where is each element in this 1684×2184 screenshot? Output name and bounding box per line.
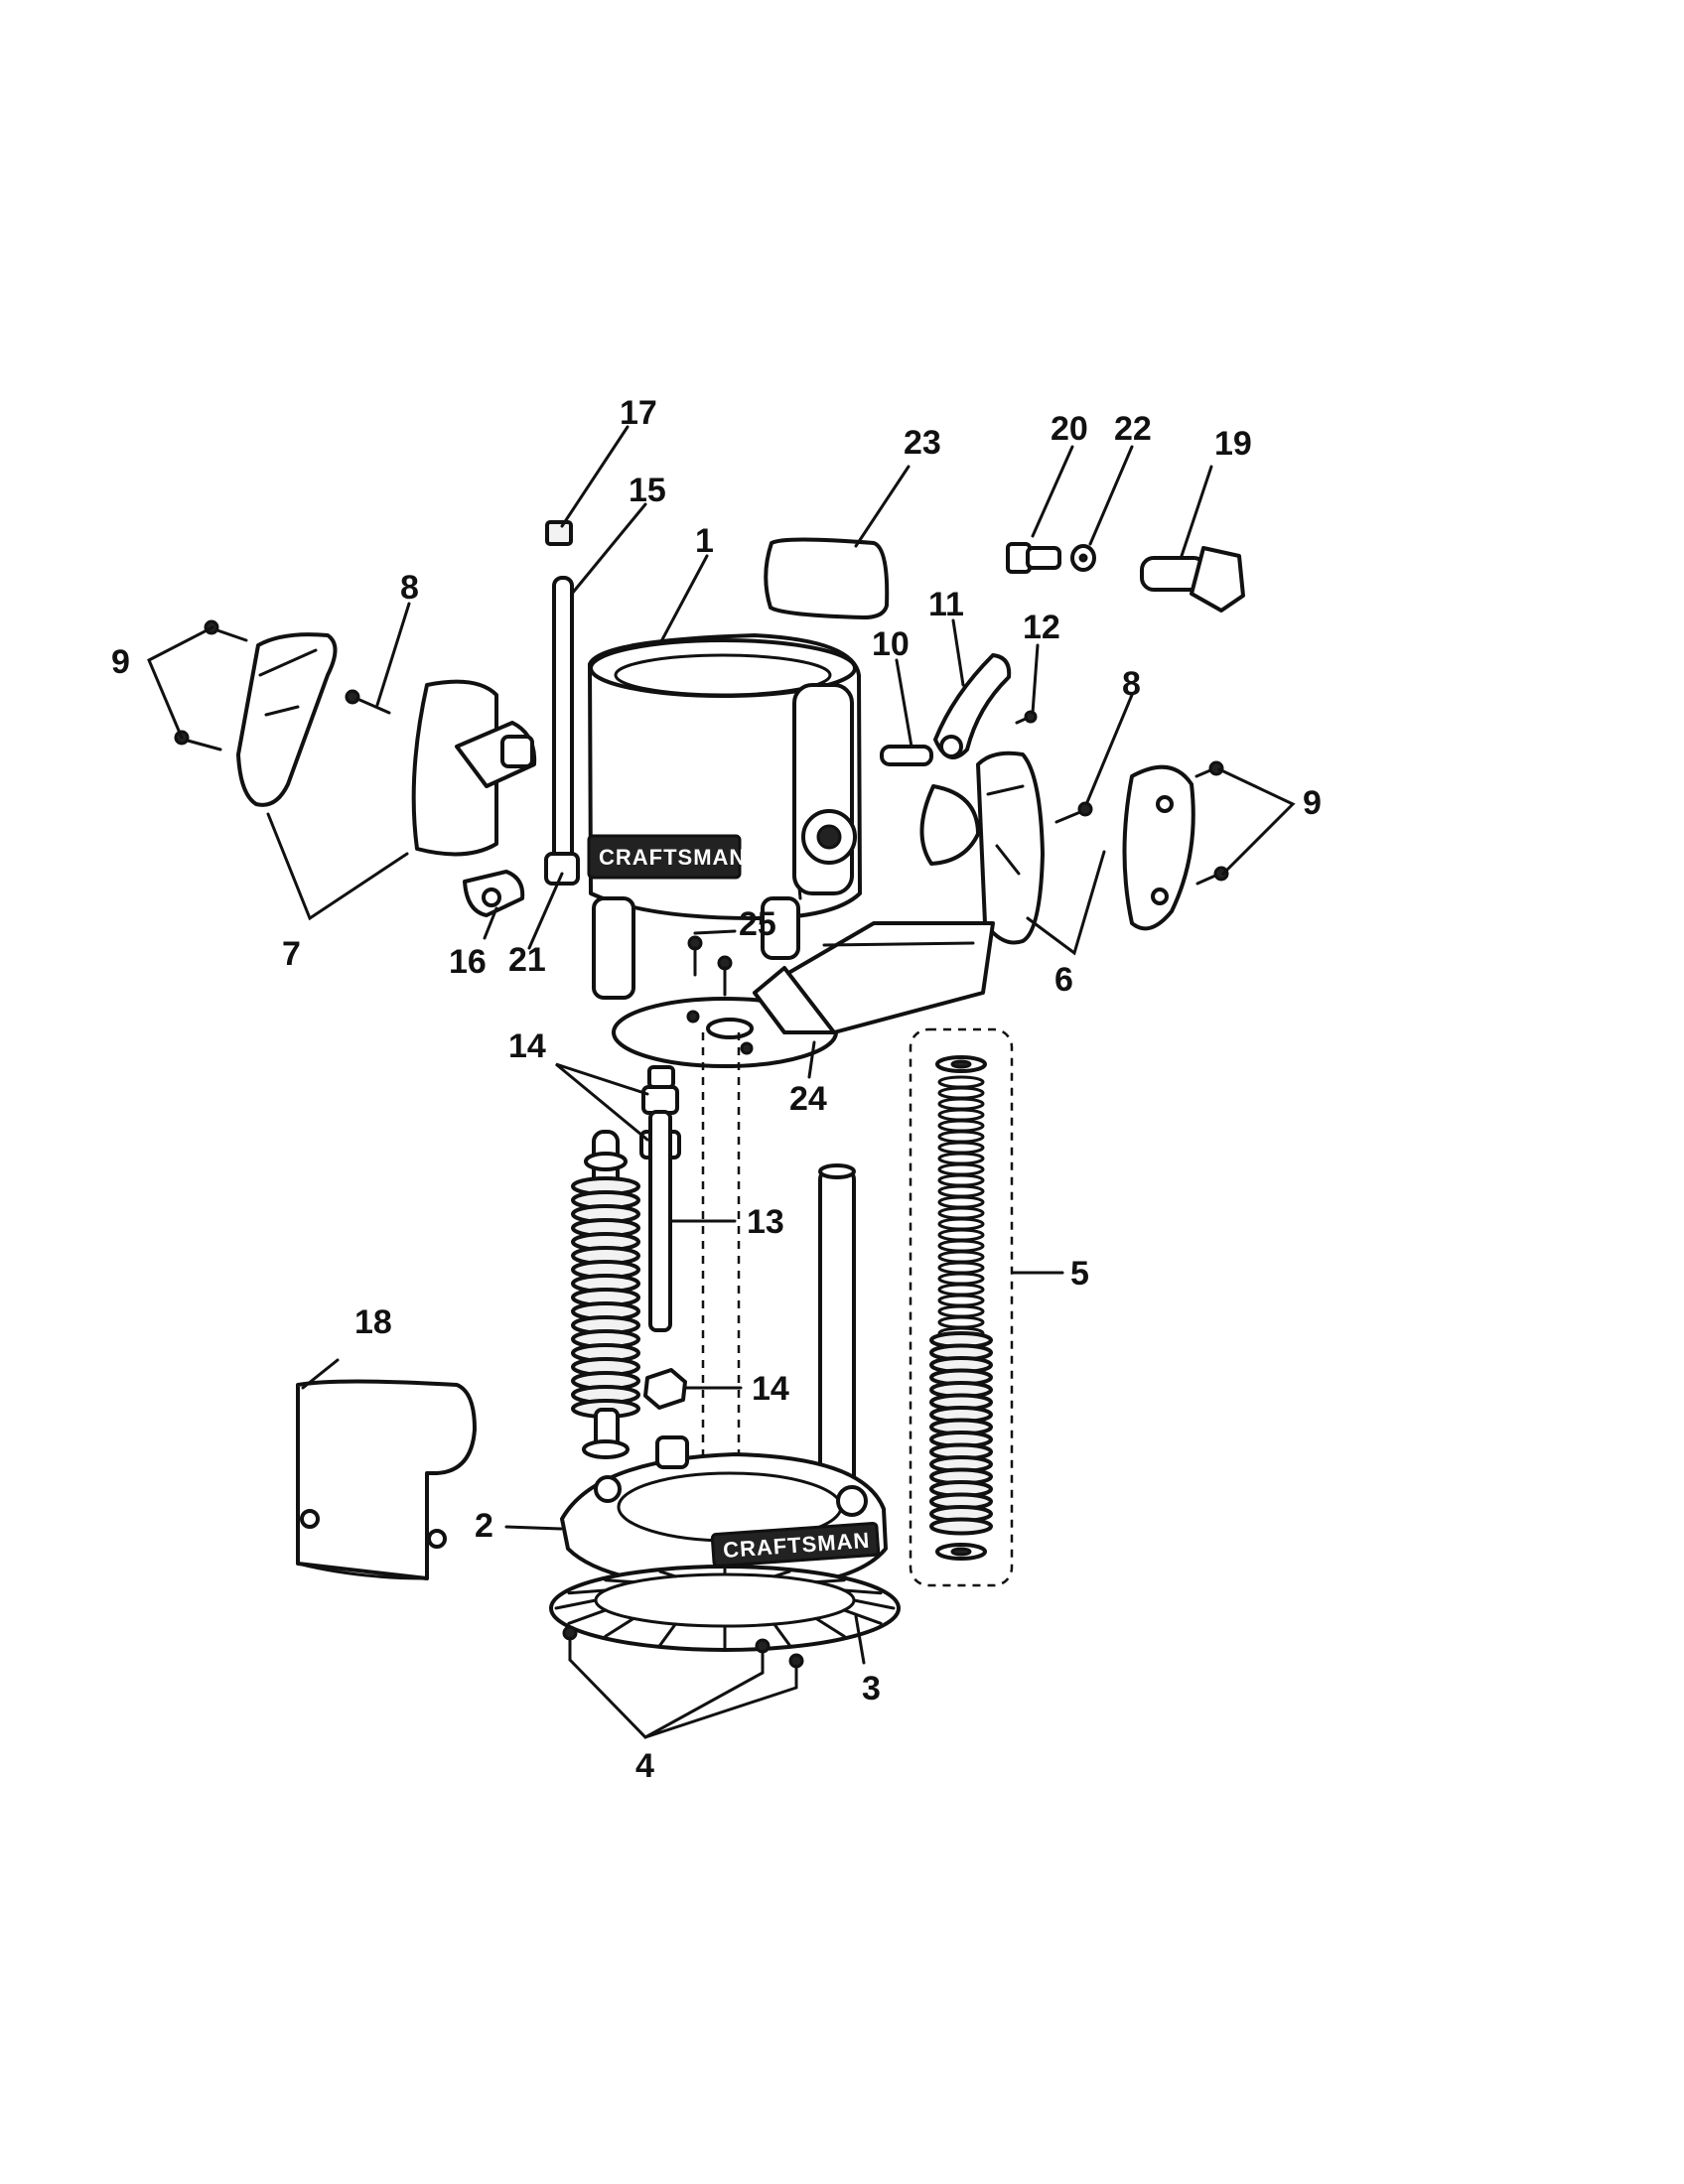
coil-turn xyxy=(937,1217,985,1231)
sub-base-rib xyxy=(772,1622,791,1647)
sub-base-rib xyxy=(814,1578,846,1584)
callout-12: 12 xyxy=(1023,609,1060,646)
coil-turn xyxy=(937,1119,985,1133)
callout-5: 5 xyxy=(1070,1255,1089,1293)
part-22-washer xyxy=(1070,544,1096,572)
part-13-threaded-rod xyxy=(648,1110,672,1332)
part-8-screw-right xyxy=(1054,801,1093,824)
coil-turn xyxy=(937,1108,985,1122)
sub-base-rib xyxy=(852,1598,896,1610)
callout-14-upper: 14 xyxy=(508,1027,546,1065)
part-1-motor-housing: CRAFTSMAN xyxy=(587,633,862,1000)
callout-21: 21 xyxy=(508,941,546,979)
coil-turn xyxy=(937,1097,985,1111)
callout-10: 10 xyxy=(872,625,910,663)
part-20-bolt xyxy=(1006,542,1061,574)
coil-turn xyxy=(937,1272,985,1286)
part-4-screws xyxy=(562,1625,804,1690)
callout-3: 3 xyxy=(862,1670,881,1707)
sub-base-rib xyxy=(772,1570,791,1578)
part-9-screws-right xyxy=(1194,760,1229,886)
part-10-pin xyxy=(880,745,933,766)
part-18-guard xyxy=(296,1379,477,1580)
coil-turn xyxy=(937,1261,985,1275)
part-21-rod-clip xyxy=(544,852,580,886)
callout-8-left: 8 xyxy=(400,569,419,607)
brand-label: CRAFTSMAN xyxy=(599,845,746,870)
callout-13: 13 xyxy=(747,1203,784,1241)
sub-base-rib xyxy=(567,1608,608,1625)
sub-base-rib xyxy=(814,1616,846,1638)
coil-turn xyxy=(937,1294,985,1307)
leader-lines xyxy=(147,425,1296,1739)
coil-turn xyxy=(937,1173,985,1187)
part-7-left-handle xyxy=(236,632,537,857)
callout-8-right: 8 xyxy=(1122,665,1141,703)
coil-turn xyxy=(937,1162,985,1176)
part-24-chip-chute-plate xyxy=(612,921,995,1068)
sub-base-rib xyxy=(658,1622,677,1647)
coil-turn xyxy=(937,1152,985,1165)
callout-2: 2 xyxy=(475,1507,493,1545)
coil-turn xyxy=(937,1206,985,1220)
part-15-depth-rod xyxy=(551,576,575,879)
part-17-square-nut xyxy=(545,520,573,546)
sub-base-rib xyxy=(567,1588,608,1595)
coil-turn xyxy=(929,1517,993,1536)
sub-base-rib xyxy=(554,1598,598,1610)
coil-turn xyxy=(937,1075,985,1089)
part-5-spring-set xyxy=(909,1027,1014,1587)
callout-11: 11 xyxy=(928,586,964,623)
part-16-bracket xyxy=(463,870,525,917)
coil-turn xyxy=(937,1195,985,1209)
sub-base-rib xyxy=(604,1616,635,1638)
callout-1: 1 xyxy=(695,522,714,560)
coil-turn xyxy=(937,1228,985,1242)
part-11-lock-lever xyxy=(933,653,1012,759)
coil-turn xyxy=(937,1250,985,1264)
callout-4: 4 xyxy=(635,1747,654,1785)
callout-25: 25 xyxy=(739,905,776,943)
part-23-window-cover xyxy=(764,537,890,619)
sub-base-rib xyxy=(604,1578,635,1584)
callout-17: 17 xyxy=(620,394,657,432)
part-8-screw-left xyxy=(345,689,391,715)
callout-16: 16 xyxy=(449,943,487,981)
callout-20: 20 xyxy=(1051,410,1088,448)
coil-turn xyxy=(937,1130,985,1144)
callout-18: 18 xyxy=(354,1303,392,1341)
callout-19: 19 xyxy=(1214,425,1252,463)
coil-turn xyxy=(937,1283,985,1297)
sub-base-rib xyxy=(842,1608,883,1625)
coil-turn xyxy=(937,1184,985,1198)
part-12-screw xyxy=(1015,710,1038,725)
left-column-spring xyxy=(571,1130,640,1459)
part-25-screws xyxy=(687,935,733,997)
callout-24: 24 xyxy=(789,1080,827,1118)
alignment-lines xyxy=(701,1032,741,1494)
callout-9-left: 9 xyxy=(111,643,130,681)
sub-base-rib xyxy=(658,1570,677,1578)
coil-turn xyxy=(937,1141,985,1155)
callout-23: 23 xyxy=(904,424,941,462)
callout-labels: 17 15 1 8 9 7 23 20 22 19 11 10 12 8 9 6… xyxy=(111,394,1322,1785)
part-2-base: CRAFTSMAN xyxy=(560,1435,888,1590)
callout-9-right: 9 xyxy=(1303,784,1322,822)
callout-7: 7 xyxy=(282,935,301,973)
sub-base-rib xyxy=(842,1588,883,1595)
part-19-clamp xyxy=(1140,546,1245,613)
callout-6: 6 xyxy=(1054,961,1073,999)
callout-15: 15 xyxy=(629,472,666,509)
part-6-right-handle xyxy=(919,751,1195,945)
part-3-sub-base xyxy=(549,1565,901,1652)
right-column xyxy=(818,1163,856,1489)
part-14-nut-lower xyxy=(643,1368,687,1410)
callout-14-lower: 14 xyxy=(752,1370,789,1408)
coil-turn xyxy=(937,1315,985,1329)
callout-22: 22 xyxy=(1114,410,1152,448)
coil-turn xyxy=(937,1304,985,1318)
coil-turn xyxy=(937,1239,985,1253)
coil-turn xyxy=(937,1086,985,1100)
